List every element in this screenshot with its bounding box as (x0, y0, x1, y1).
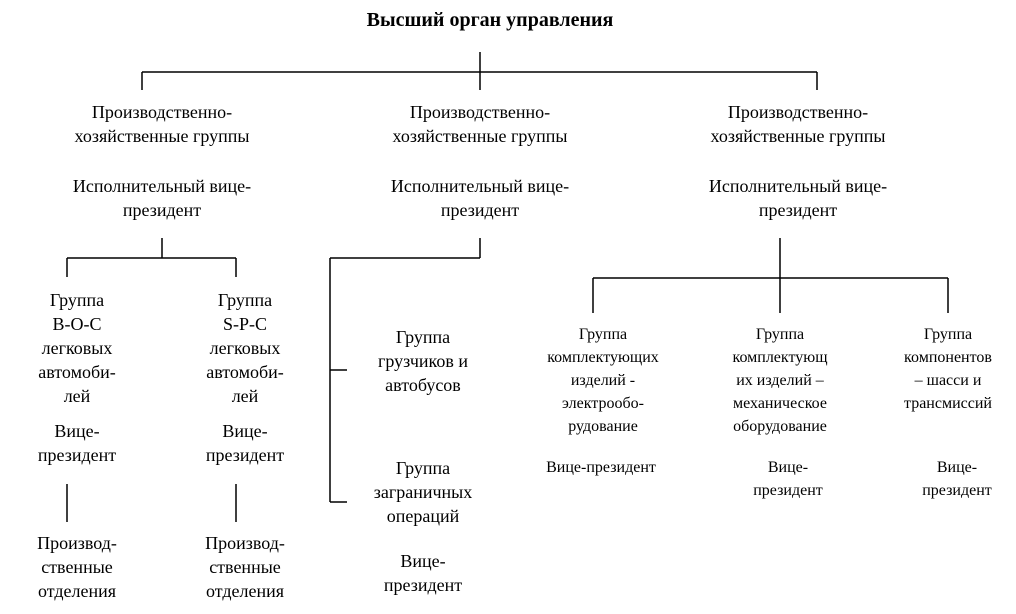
right-subgroup-1-vp: Вице-президент (546, 459, 656, 476)
division-3-header: Производственно-хозяйственные группы (710, 102, 886, 146)
left-subgroup-2-vp: Вице-президент (205, 421, 285, 465)
middle-subgroup-2-vp: Вице-президент (383, 551, 463, 595)
division-1-header: Производственно-хозяйственные группы (74, 102, 250, 146)
division-3-exec-vp: Исполнительный вице-президент (708, 176, 888, 220)
top-management-box: Высший орган управления (366, 9, 614, 31)
division-2-exec-vp: Исполнительный вице-президент (390, 176, 570, 220)
division-2-header: Производственно-хозяйственные группы (392, 102, 568, 146)
right-subgroup-2-vp: Вице-президент (753, 459, 823, 499)
left-subgroup-1-vp: Вице-президент (37, 421, 117, 465)
right-subgroup-3-vp: Вице-президент (922, 459, 992, 499)
division-1-exec-vp: Исполнительный вице-президент (72, 176, 252, 220)
